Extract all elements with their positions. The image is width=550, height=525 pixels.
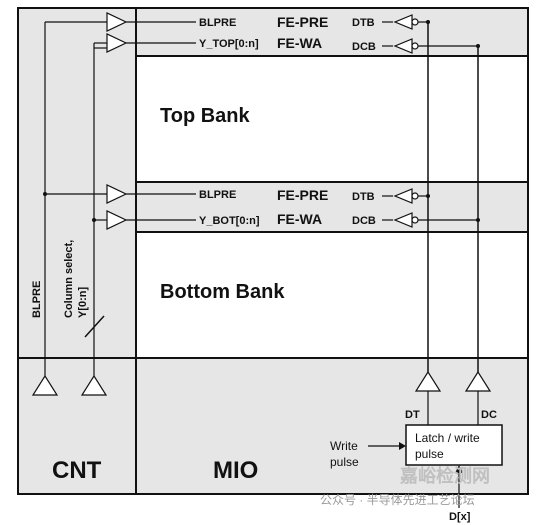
dx-arrow-icon (455, 465, 463, 473)
bottom-driver-strip (135, 181, 529, 233)
dt-label: DT (405, 409, 420, 421)
watermark-site: 嘉峪检测网 (399, 465, 490, 486)
top-blpre-buffer-icon (106, 12, 128, 32)
dcb-bottom-label: DCB (352, 215, 376, 227)
blpre-bottom-label: BLPRE (199, 189, 236, 201)
column-select-label-line2: Y[0:n] (77, 287, 89, 319)
bottom-y-buffer-icon (106, 210, 128, 230)
dcb-top-label: DCB (352, 41, 376, 53)
fe-pre-bottom-label: FE-PRE (277, 187, 328, 203)
bottom-blpre-node (43, 192, 47, 196)
top-bank-label: Top Bank (160, 105, 251, 127)
blpre-vertical-label: BLPRE (31, 281, 43, 318)
dc-label: DC (481, 409, 497, 421)
cnt-panel (17, 7, 137, 495)
y-bottom-label: Y_BOT[0:n] (199, 215, 260, 227)
dtb-top-label: DTB (352, 17, 375, 29)
write-pulse-arrow-icon (399, 442, 406, 450)
bottom-bank-block (135, 231, 529, 359)
bus-slash (84, 315, 105, 338)
mio-label: MIO (213, 457, 258, 484)
bottom-dtb-bubble-icon (411, 192, 419, 200)
bottom-y-node (92, 218, 96, 222)
latch-label-line1: Latch / write (415, 431, 480, 445)
bottom-blpre-buffer-icon (106, 184, 128, 204)
dx-label: D[x] (449, 511, 471, 523)
bottom-bank-label: Bottom Bank (160, 281, 285, 303)
top-dcb-bubble-icon (411, 42, 419, 50)
cnt-label: CNT (52, 457, 102, 484)
column-select-driver-icon (80, 374, 108, 396)
blpre-top-label: BLPRE (199, 17, 236, 29)
latch-label-line2: pulse (415, 447, 444, 461)
top-driver-strip (135, 7, 529, 57)
dtb-bottom-label: DTB (352, 191, 375, 203)
blpre-driver-icon (31, 374, 59, 396)
fe-pre-top-label: FE-PRE (277, 14, 328, 30)
column-select-label-line1: Column select, (63, 240, 75, 318)
y-top-label: Y_TOP[0:n] (199, 38, 259, 50)
fe-wa-top-label: FE-WA (277, 35, 322, 51)
write-pulse-label-line2: pulse (330, 455, 359, 469)
bottom-dcb-bubble-icon (411, 216, 419, 224)
watermark-line: 公众号 · 半导体先进工艺论坛 (320, 493, 475, 507)
latch-write-pulse-block (405, 424, 503, 466)
fe-wa-bottom-label: FE-WA (277, 211, 322, 227)
top-dtb-bubble-icon (411, 18, 419, 26)
write-pulse-label-line1: Write (330, 439, 358, 453)
